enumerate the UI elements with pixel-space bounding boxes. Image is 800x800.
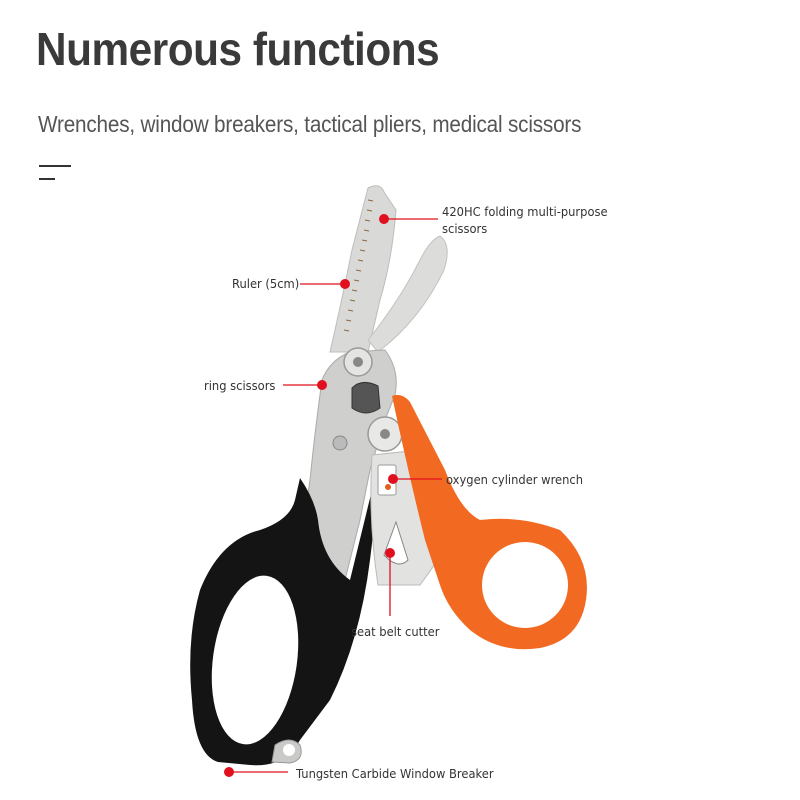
callout-markers [224, 214, 442, 777]
black-handle-finger-hole [211, 575, 299, 745]
page-title: Numerous functions [36, 23, 440, 75]
callout-scissors: 420HC folding multi-purpose scissors [442, 203, 608, 237]
callout-ruler: Ruler (5cm) [232, 276, 300, 291]
callout-seat-belt-cutter: seat belt cutter [351, 624, 440, 639]
ruler-ticks [343, 199, 374, 332]
ruler-blade [329, 185, 397, 353]
callout-ring-scissors: ring scissors [204, 378, 276, 393]
callout-scissors-line1: 420HC folding multi-purpose [442, 204, 608, 219]
callout-scissors-line2: scissors [442, 221, 488, 236]
callout-oxygen-wrench: oxygen cylinder wrench [446, 472, 584, 487]
decorative-line-short [39, 178, 55, 180]
page-subtitle: Wrenches, window breakers, tactical plie… [38, 111, 582, 137]
orange-handle-finger-hole [482, 542, 568, 628]
decorative-line [39, 165, 71, 167]
callout-window-breaker: Tungsten Carbide Window Breaker [296, 766, 494, 781]
lock-button [351, 382, 381, 414]
